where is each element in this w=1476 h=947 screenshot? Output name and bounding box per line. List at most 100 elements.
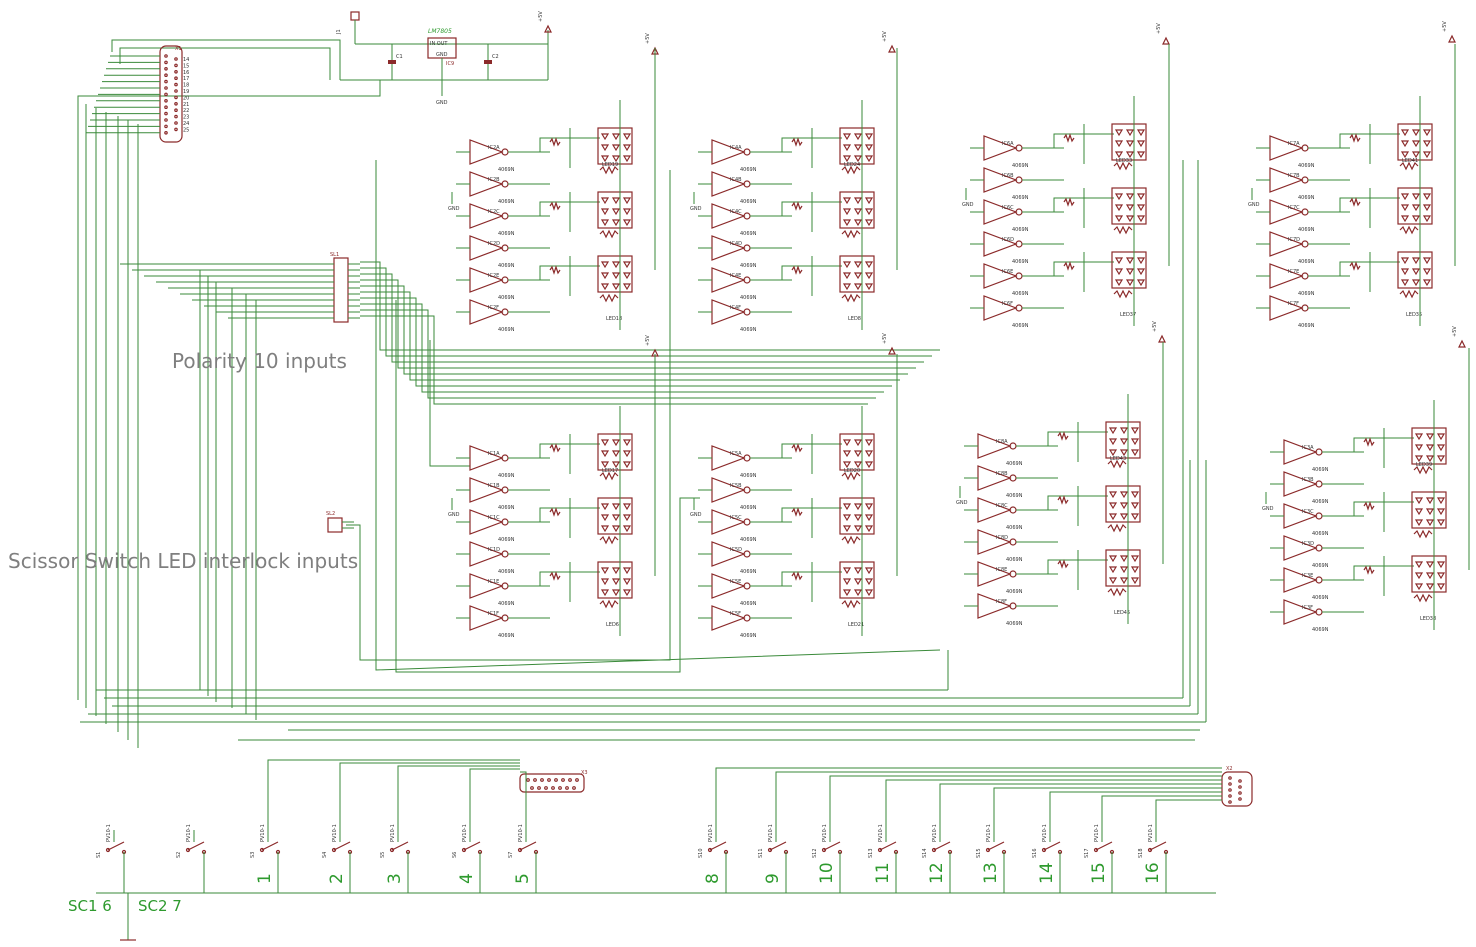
sl2-label: SL2: [326, 511, 335, 517]
gate-value: 4069N: [498, 327, 515, 333]
wire-segment: [1149, 841, 1167, 851]
led-diode: [622, 133, 632, 141]
gate-name: IC7B: [1288, 173, 1300, 179]
inverter-gate: [711, 477, 746, 503]
led-diode: [1130, 502, 1140, 510]
inverter-gate: [983, 199, 1018, 225]
wire-path: [885, 779, 1222, 830]
gate-value: 4069N: [1298, 195, 1315, 201]
wire-path: [397, 765, 520, 830]
inverter-gate: [711, 267, 746, 293]
led-diode: [1130, 427, 1140, 435]
switch-value: PV10-1: [390, 824, 396, 842]
gate-value: 4069N: [498, 537, 515, 543]
resistor: [1057, 559, 1069, 569]
wire-path: [781, 571, 842, 586]
connector-pin: [565, 786, 569, 790]
db25-pin-number: 16: [183, 70, 189, 76]
led-diode: [600, 578, 610, 586]
led-diode: [1425, 455, 1435, 463]
led-diode: [864, 461, 874, 469]
db25-pin-number: 23: [183, 115, 189, 121]
connector-pin: [558, 786, 562, 790]
led-diode: [1425, 508, 1435, 516]
led-diode: [864, 197, 874, 205]
switch-contact: [931, 847, 937, 853]
gate-value: 4069N: [740, 537, 757, 543]
gate-value: 4069N: [740, 327, 757, 333]
led-diode: [842, 514, 852, 522]
db25-pin-number: 14: [183, 57, 189, 63]
inverter-module: IC1A4069NIC1B4069NIC1C4069NIC1D4069NIC1E…: [448, 354, 656, 639]
wire-path: [829, 775, 1222, 830]
led-diode: [1136, 204, 1146, 212]
led-diode: [1400, 215, 1410, 223]
gate-value: 4069N: [740, 505, 757, 511]
resistor: [1363, 501, 1375, 511]
wire-path: [395, 300, 700, 673]
gate-value: 4069N: [1312, 563, 1329, 569]
inverter-gate: [469, 541, 504, 567]
resistor: [549, 137, 561, 147]
gate-name: IC6F: [1002, 301, 1013, 307]
led-bank: [1105, 549, 1141, 587]
inverter-gate: [711, 509, 746, 535]
gate-value: 4069N: [1312, 499, 1329, 505]
led-bank: [1111, 187, 1147, 225]
db25-pin: [164, 124, 168, 129]
resistor: [549, 571, 561, 581]
gate-name: IC4E: [730, 273, 741, 279]
led-bank: [1411, 491, 1447, 529]
led-label: LED39: [1416, 462, 1432, 468]
connector-pin: [1228, 788, 1232, 792]
gate-value: 4069N: [740, 295, 757, 301]
resistor: [791, 137, 803, 147]
inverter-gate: [469, 235, 504, 261]
db25-pin: [174, 89, 178, 93]
wiring: [77, 30, 1216, 941]
resistor: [791, 443, 803, 453]
led-diode: [1114, 151, 1124, 159]
switch-contact: [985, 847, 991, 853]
switch-number: 11: [873, 862, 893, 884]
led-diode: [842, 208, 852, 216]
switch-number: 8: [703, 873, 723, 884]
led-diode: [1436, 497, 1446, 505]
wire-path: [539, 443, 600, 458]
led-diode: [611, 525, 621, 533]
switch-ref: S6: [452, 852, 458, 858]
inverter-gate: [469, 509, 504, 535]
wire-path: [339, 762, 520, 830]
led-resistor: [1399, 289, 1419, 299]
wire-path: [1047, 431, 1108, 446]
wire-segment: [987, 841, 1005, 851]
wire-path: [1353, 501, 1414, 516]
gate-value: 4069N: [1012, 323, 1029, 329]
polarity-route: [360, 303, 884, 393]
db25-pin: [164, 99, 168, 103]
gate-name: IC8A: [996, 439, 1008, 445]
led-diode: [1436, 572, 1446, 580]
led-diode: [842, 197, 852, 205]
led-diode: [1136, 279, 1146, 287]
supply-label: +5V: [1152, 321, 1158, 332]
led-diode: [1436, 444, 1446, 452]
wire-path: [111, 39, 341, 80]
resistor: [791, 201, 803, 211]
led-diode: [864, 503, 874, 511]
switch-value: PV10-1: [708, 824, 714, 842]
led-diode: [1119, 427, 1129, 435]
led-resistor: [1113, 161, 1133, 171]
db25-pin: [164, 92, 168, 97]
led-diode: [1436, 508, 1446, 516]
wire-path: [781, 265, 842, 280]
led-bank: [839, 433, 875, 471]
led-diode: [600, 144, 610, 152]
led-label: LED45: [1114, 610, 1130, 616]
led-diode: [842, 503, 852, 511]
wire-segment: [187, 841, 205, 851]
led-label: LED43: [1110, 456, 1126, 462]
switch-value: PV10-1: [878, 824, 884, 842]
